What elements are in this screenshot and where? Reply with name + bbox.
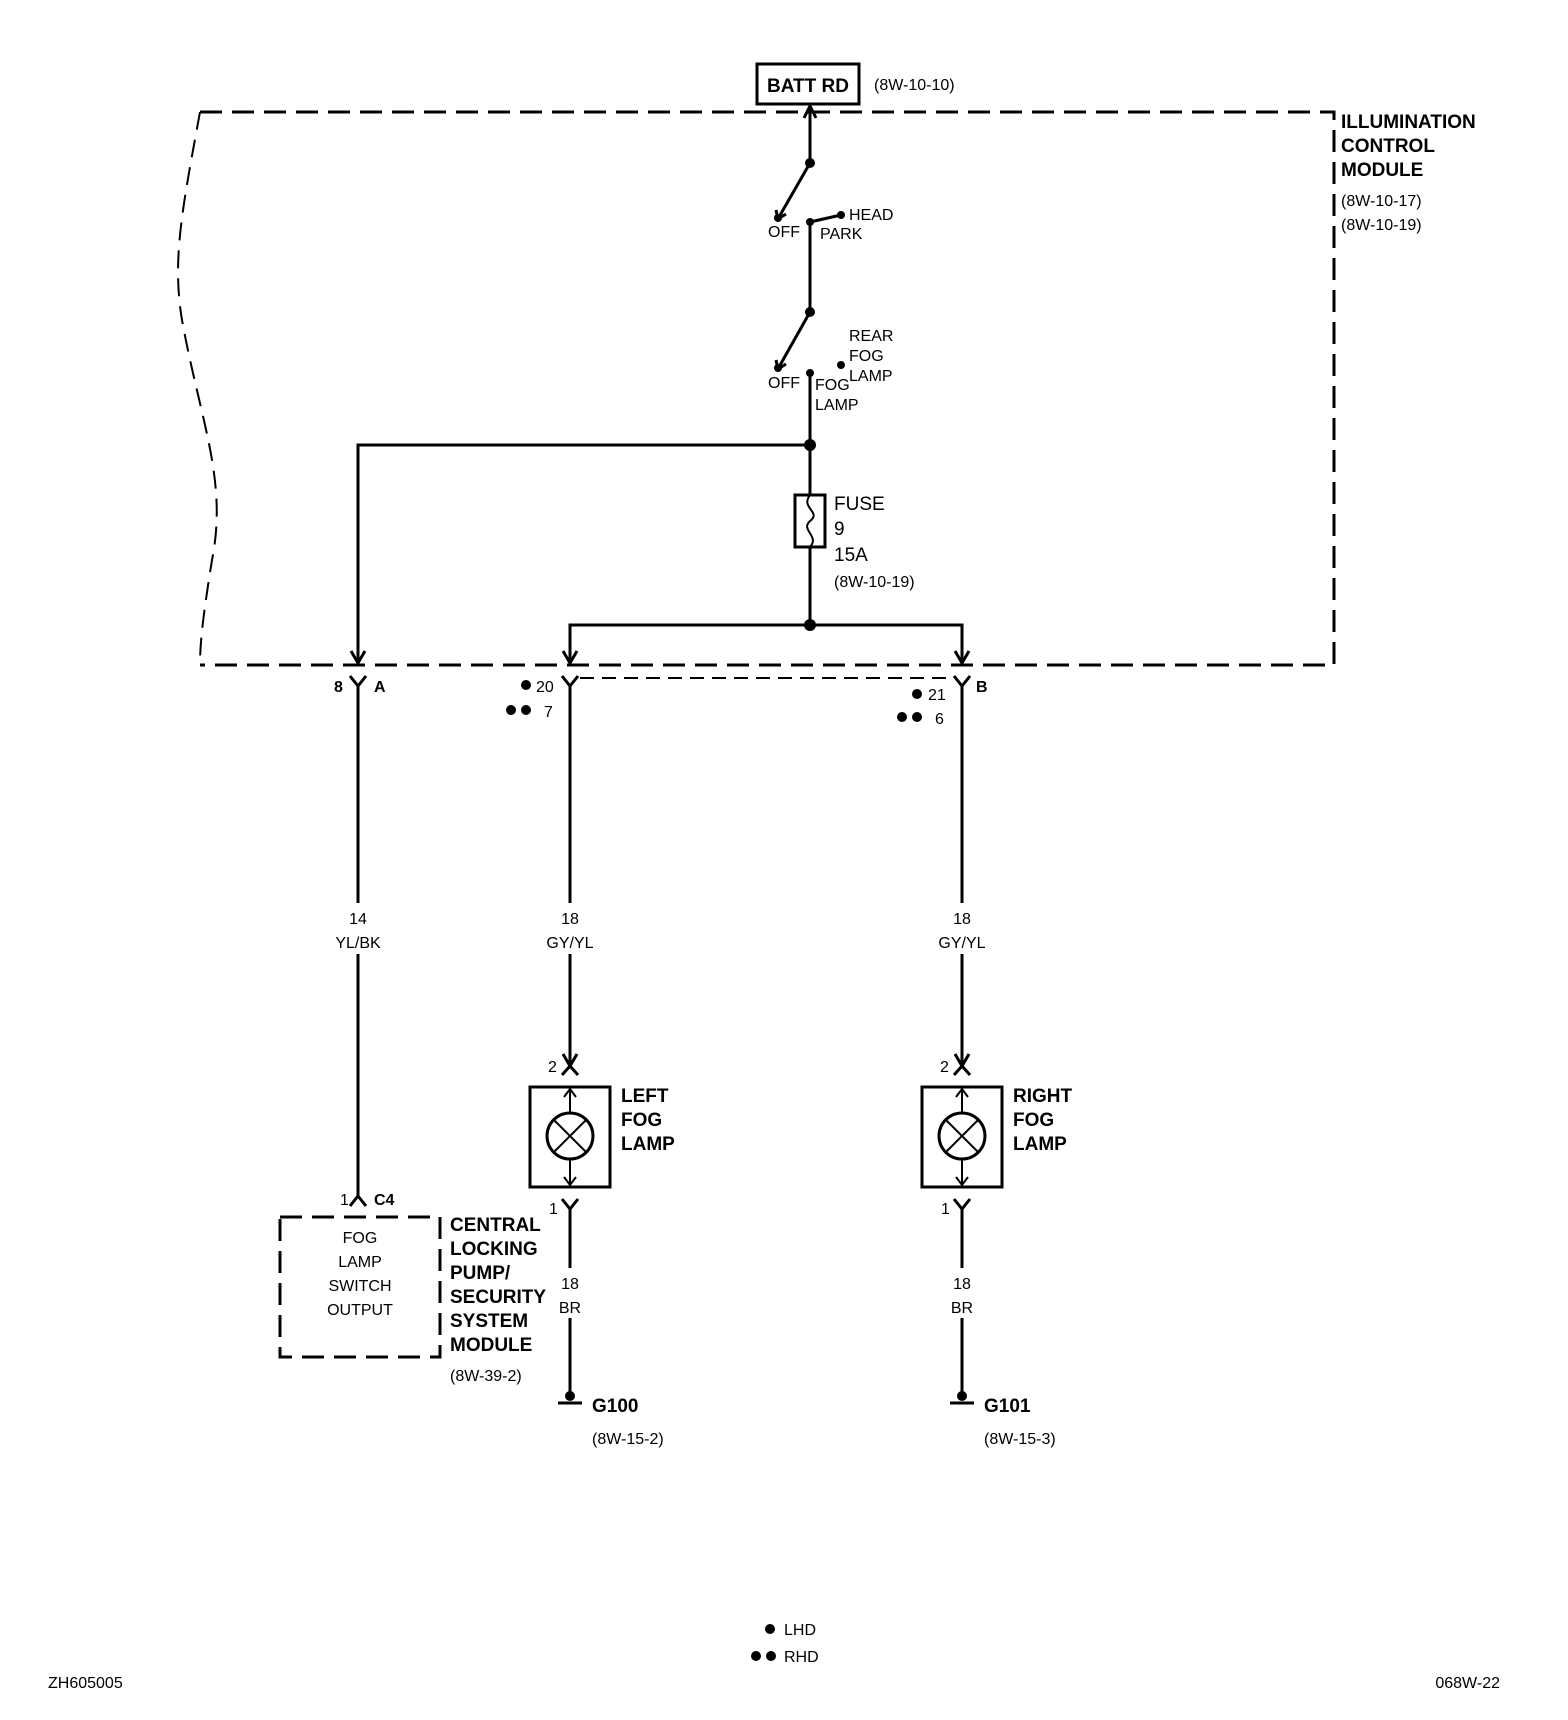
fog-switch-off: OFF [768, 375, 800, 392]
wire-right-gauge: 18 [953, 911, 971, 928]
batt-rd-source: BATT RD (8W-10-10) [755, 62, 955, 106]
module-name-line-1: ILLUMINATION [1341, 112, 1476, 133]
c4-connector: C4 [374, 1192, 395, 1209]
footer-right-id: 068W-22 [1435, 1675, 1500, 1692]
fuse-output-splice [561, 547, 971, 666]
wire-left-gauge: 18 [561, 911, 579, 928]
headlamp-switch-park: PARK [820, 226, 863, 243]
fuse-rating: 15A [834, 545, 868, 566]
legend-lhd: LHD [784, 1622, 816, 1639]
batt-rd-label: BATT RD [767, 76, 849, 97]
left-lamp-pin-bottom: 1 [549, 1201, 558, 1218]
ground-g101-ref: (8W-15-3) [984, 1431, 1056, 1448]
module-inner-2: LAMP [338, 1254, 382, 1271]
fog-lamp-switch: OFF FOG LAMP REAR FOG LAMP [768, 307, 893, 414]
wire-left-feed: 18 GY/YL [546, 686, 594, 1069]
module-name-line-3: MODULE [1341, 160, 1423, 181]
connector-a-name: A [374, 679, 386, 696]
module-ref-2: (8W-10-19) [1341, 217, 1422, 234]
connector-b-left-rhd-pin: 7 [544, 704, 553, 721]
connector-b-left-lhd-pin: 20 [536, 679, 554, 696]
connector-b: 20 7 21 6 B [506, 675, 988, 728]
central-module-name-6: MODULE [450, 1335, 532, 1356]
wire-a-gauge: 14 [349, 911, 367, 928]
left-lamp-name-3: LAMP [621, 1134, 675, 1155]
ground-g100-ref: (8W-15-2) [592, 1431, 664, 1448]
central-locking-module: 1 C4 FOG LAMP SWITCH OUTPUT CENTRAL LOCK… [278, 1192, 546, 1385]
left-ground-gauge: 18 [561, 1276, 579, 1293]
wire-left-color: GY/YL [546, 935, 593, 952]
module-ref-1: (8W-10-17) [1341, 193, 1422, 210]
module-inner-4: OUTPUT [327, 1302, 393, 1319]
central-module-name-3: PUMP/ [450, 1263, 511, 1284]
batt-rd-ref: (8W-10-10) [874, 77, 955, 94]
headlamp-switch: OFF PARK HEAD [768, 158, 893, 243]
central-module-ref: (8W-39-2) [450, 1368, 522, 1385]
legend: LHD RHD [751, 1622, 819, 1666]
wire-a-color: YL/BK [335, 935, 381, 952]
ground-g100-name: G100 [592, 1396, 638, 1417]
left-lamp-name-1: LEFT [621, 1086, 669, 1107]
left-lamp-name-2: FOG [621, 1110, 662, 1131]
right-lamp-name-1: RIGHT [1013, 1086, 1073, 1107]
module-inner-3: SWITCH [328, 1278, 391, 1295]
c4-pin: 1 [340, 1192, 349, 1209]
connector-a-pin: 8 [334, 679, 343, 696]
fog-switch-fog-2: LAMP [815, 397, 859, 414]
connector-b-right-lhd-pin: 21 [928, 687, 946, 704]
module-name-line-2: CONTROL [1341, 136, 1435, 157]
fuse-ref: (8W-10-19) [834, 574, 915, 591]
legend-rhd: RHD [784, 1649, 819, 1666]
left-lamp-pin-top: 2 [548, 1059, 557, 1076]
batt-feed-wire [802, 102, 818, 162]
right-lamp-pin-top: 2 [940, 1059, 949, 1076]
left-ground-color: BR [559, 1300, 581, 1317]
footer-left-id: ZH605005 [48, 1675, 123, 1692]
right-ground-color: BR [951, 1300, 973, 1317]
fog-switch-output-splice [349, 373, 816, 666]
right-ground: 18 BR G101 (8W-15-3) [950, 1209, 1056, 1448]
fuse-9: FUSE 9 15A (8W-10-19) [793, 493, 915, 591]
central-module-name-1: CENTRAL [450, 1215, 541, 1236]
right-lamp-name-3: LAMP [1013, 1134, 1067, 1155]
right-fog-lamp: 2 RIGHT FOG LAMP 1 [920, 1059, 1073, 1218]
fog-switch-rear-3: LAMP [849, 368, 893, 385]
left-fog-lamp: 2 LEFT FOG LAMP 1 [528, 1059, 675, 1218]
right-lamp-name-2: FOG [1013, 1110, 1054, 1131]
headlamp-switch-head: HEAD [849, 207, 893, 224]
illumination-module-name: ILLUMINATION CONTROL MODULE (8W-10-17) (… [1341, 112, 1476, 234]
ground-g101-name: G101 [984, 1396, 1031, 1417]
left-ground: 18 BR G100 (8W-15-2) [558, 1209, 664, 1448]
fog-switch-rear-2: FOG [849, 348, 884, 365]
fuse-label: FUSE [834, 494, 885, 515]
headlamp-switch-off: OFF [768, 224, 800, 241]
wire-right-feed: 18 GY/YL [938, 686, 986, 1069]
wire-fog-switch-out: 14 YL/BK [335, 686, 381, 1198]
right-ground-gauge: 18 [953, 1276, 971, 1293]
wire-right-color: GY/YL [938, 935, 985, 952]
fog-switch-fog-1: FOG [815, 377, 850, 394]
central-module-name-4: SECURITY [450, 1287, 546, 1308]
module-inner-1: FOG [343, 1230, 378, 1247]
connector-b-right-rhd-pin: 6 [935, 711, 944, 728]
central-module-name-5: SYSTEM [450, 1311, 528, 1332]
right-lamp-pin-bottom: 1 [941, 1201, 950, 1218]
connector-b-name: B [976, 679, 988, 696]
fog-switch-rear-1: REAR [849, 328, 893, 345]
fuse-number: 9 [834, 519, 845, 540]
illumination-module-boundary [177, 110, 1336, 667]
central-module-name-2: LOCKING [450, 1239, 538, 1260]
connector-a: 8 A [334, 675, 386, 696]
